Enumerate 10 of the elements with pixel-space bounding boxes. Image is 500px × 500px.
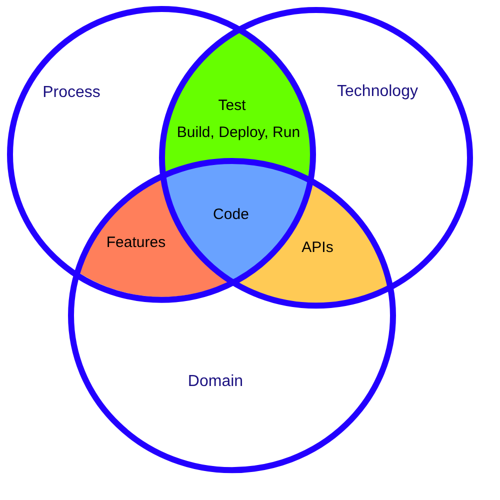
set-label: Technology [337, 83, 418, 101]
overlap-label: Test [218, 98, 246, 114]
overlap-region [164, 32, 311, 177]
venn-circle [68, 158, 396, 473]
overlap-label: Features [106, 234, 166, 252]
set-label: Process [42, 84, 100, 102]
overlap-label: APIs [302, 240, 334, 256]
overlap-label: Build, Deploy, Run [176, 124, 300, 142]
set-label: Domain [188, 373, 244, 391]
overlap-label: Code [213, 206, 249, 224]
